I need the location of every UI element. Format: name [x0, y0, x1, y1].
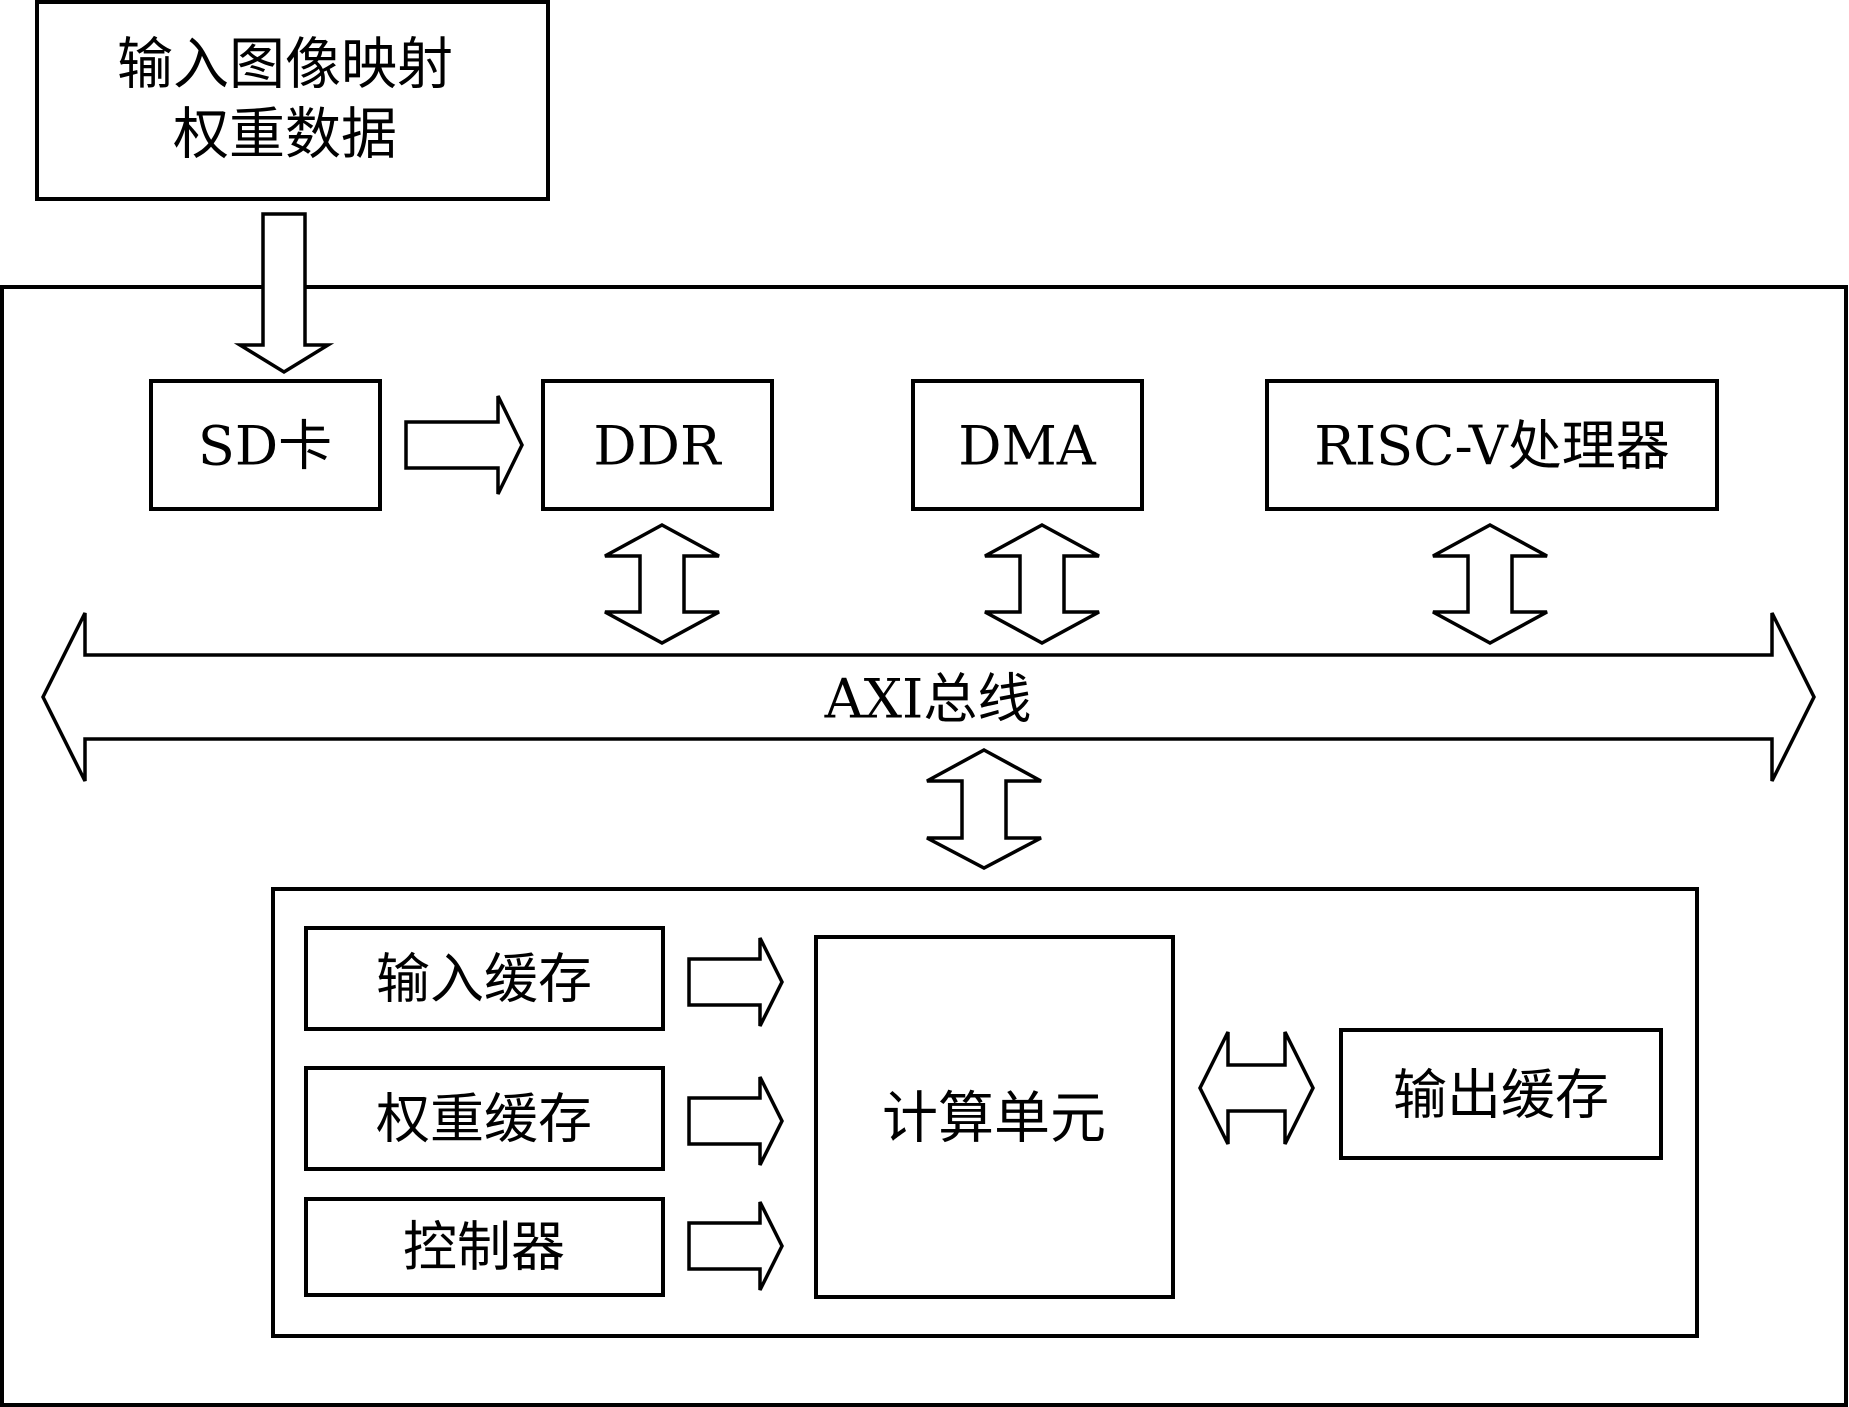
- dma-box: [911, 379, 1144, 511]
- weight-buffer-box: [304, 1066, 665, 1171]
- risc-v-processor-box: [1265, 379, 1719, 511]
- output-buffer-label: 输出缓存: [1393, 1064, 1609, 1127]
- dma-label: DMA: [958, 415, 1097, 478]
- controller-to-compute-arrow: [687, 1201, 784, 1291]
- input-data-label-line2: 权重数据: [173, 103, 397, 168]
- compute-output-arrow: [1198, 1031, 1315, 1145]
- axi-bus-label: AXI总线: [824, 668, 1032, 731]
- input-data-box: [35, 0, 550, 201]
- axi-bus-arrow: [41, 612, 1816, 782]
- input-to-sd-arrow: [233, 212, 335, 375]
- sd-to-ddr-arrow: [404, 395, 524, 495]
- compute-unit-label: 计算单元: [882, 1087, 1106, 1152]
- input-buffer-to-compute-arrow: [687, 937, 784, 1027]
- ddr-box: [541, 379, 774, 511]
- weight-buffer-to-compute-arrow: [687, 1076, 784, 1166]
- ddr-label: DDR: [593, 415, 722, 478]
- input-buffer-label: 输入缓存: [376, 948, 592, 1011]
- sd-card-label: SD卡: [198, 415, 332, 478]
- sd-card-box: [149, 379, 382, 511]
- controller-label: 控制器: [403, 1216, 565, 1279]
- weight-buffer-label: 权重缓存: [376, 1088, 592, 1151]
- dma-bus-arrow: [984, 523, 1100, 645]
- input-data-label-line1: 输入图像映射: [117, 33, 453, 98]
- ddr-bus-arrow: [604, 523, 720, 645]
- compute-unit-box: [814, 935, 1175, 1299]
- risc-v-bus-arrow: [1432, 523, 1548, 645]
- controller-box: [304, 1197, 665, 1297]
- output-buffer-box: [1339, 1028, 1663, 1160]
- bus-accelerator-arrow: [926, 748, 1042, 870]
- input-buffer-box: [304, 926, 665, 1031]
- risc-v-processor-label: RISC-V处理器: [1314, 415, 1670, 478]
